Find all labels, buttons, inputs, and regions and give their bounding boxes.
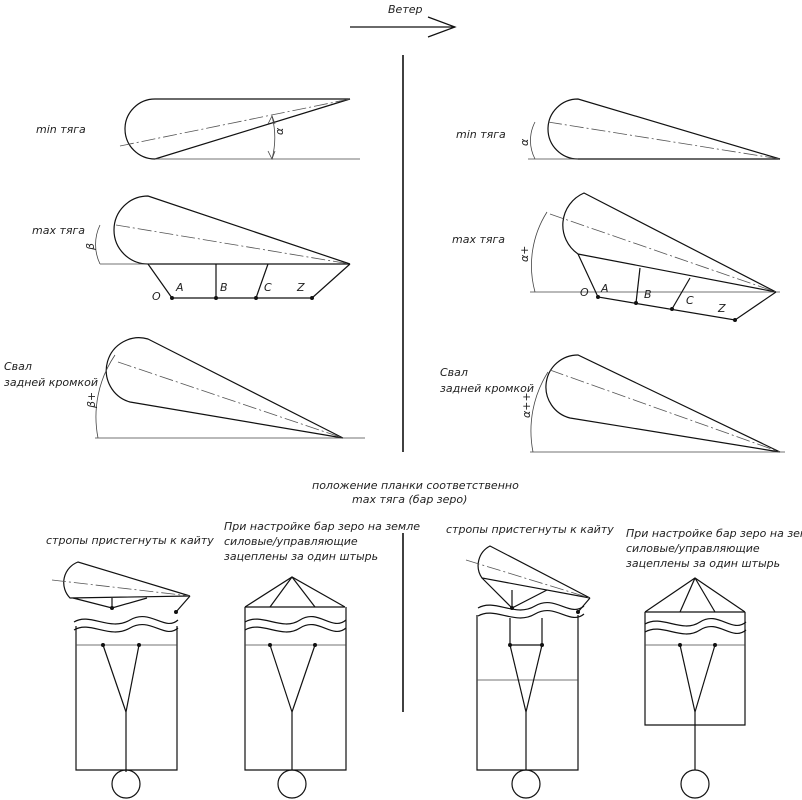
left-point-o: O	[152, 290, 161, 303]
left-point-b: B	[220, 281, 228, 294]
right-point-b: B	[644, 288, 652, 301]
bottom-label-ground-5: силовые/управляющие	[626, 542, 760, 555]
right-stall-angle: α++	[520, 392, 533, 418]
right-point-c: C	[686, 294, 694, 307]
right-min-angle: α	[518, 138, 531, 146]
left-min-label: min тяга	[36, 123, 86, 136]
wind-arrow	[350, 16, 457, 38]
right-max-profile	[530, 192, 780, 322]
right-point-z: Z	[717, 302, 726, 315]
left-min-angle: α	[273, 127, 286, 135]
left-stall-angle: β+	[85, 392, 98, 409]
bottom-label-ground-6: зацеплены за один штырь	[626, 557, 780, 570]
left-point-c: C	[264, 281, 272, 294]
setup-diagram-3	[465, 545, 591, 799]
left-max-angle: β	[84, 243, 97, 251]
setup-diagram-1	[51, 561, 191, 799]
right-stall-label-2: задней кромкой	[440, 382, 534, 395]
bottom-label-lines-attached-1: стропы пристегнуты к кайту	[46, 534, 214, 547]
left-max-label: max тяга	[32, 224, 85, 237]
right-max-label: max тяга	[452, 233, 505, 246]
setup-diagram-4	[644, 577, 747, 799]
right-stall-profile	[530, 354, 785, 453]
wind-label: Ветер	[388, 3, 422, 16]
bottom-label-ground-1: При настройке бар зеро на земле	[224, 520, 420, 533]
bottom-label-ground-4: При настройке бар зеро на земле	[626, 527, 802, 540]
right-min-label: min тяга	[456, 128, 506, 141]
left-max-profile	[95, 195, 351, 300]
setup-diagram-2	[244, 576, 347, 799]
right-point-o: O	[580, 286, 589, 299]
left-stall-label-2: задней кромкой	[4, 376, 98, 389]
right-point-a: A	[600, 282, 609, 295]
right-min-profile	[528, 98, 781, 160]
bottom-label-ground-2: силовые/управляющие	[224, 535, 358, 548]
left-stall-label-1: Свал	[4, 360, 32, 373]
caption-line-1: положение планки соответственно	[312, 479, 519, 492]
caption-line-2: max тяга (бар зеро)	[352, 493, 467, 506]
left-min-profile	[119, 98, 360, 160]
right-max-angle: α+	[518, 246, 531, 262]
left-point-z: Z	[296, 281, 305, 294]
bottom-label-ground-3: зацеплены за один штырь	[224, 550, 378, 563]
left-stall-profile	[95, 337, 365, 439]
left-point-a: A	[175, 281, 184, 294]
bottom-label-lines-attached-2: стропы пристегнуты к кайту	[446, 523, 614, 536]
right-stall-label-1: Свал	[440, 366, 468, 379]
